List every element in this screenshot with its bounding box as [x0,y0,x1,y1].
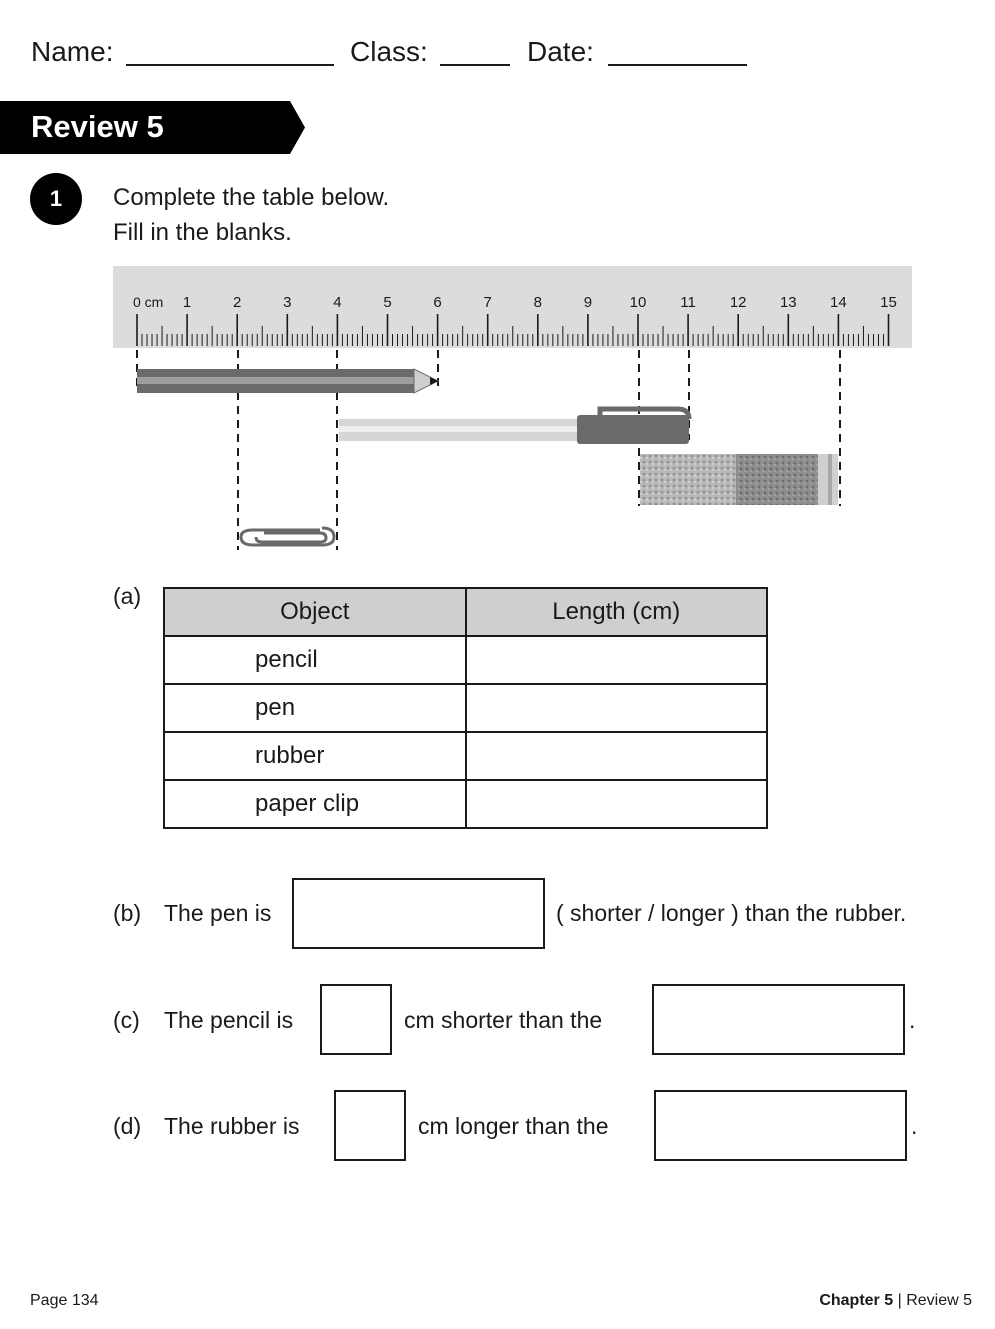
part-c-object-box[interactable] [652,984,905,1055]
part-d-text-1: The rubber is [164,1113,300,1139]
table-row: rubber [163,731,768,781]
table-row: pen [163,683,768,733]
rubber-image [640,454,838,505]
section-title: Review 5 [31,109,164,144]
lengths-table: Object Length (cm) pencil pen rubber pap… [163,587,768,829]
part-b-text-1: The pen is [164,900,272,926]
name-label: Name: [31,36,114,67]
page-number: Page 134 [30,1292,99,1309]
part-c-text-1: The pencil is [164,1007,294,1033]
instruction-line-2: Fill in the blanks. [113,219,292,246]
footer-chapter-title: Chapter 5 [819,1292,894,1309]
object-cell: pencil [163,635,467,685]
ruler-unit-label: 0 cm [133,294,163,310]
ruler-number: 10 [630,294,647,311]
ruler-number: 5 [383,294,391,311]
part-d-object-box[interactable] [654,1090,907,1161]
length-answer-cell[interactable] [464,635,768,685]
ruler-number: 15 [880,294,897,311]
ruler-number: 2 [233,294,241,311]
pencil-image [137,368,440,394]
ruler-number: 6 [433,294,441,311]
table-row: pencil [163,635,768,685]
part-a-label: (a) [113,583,142,609]
part-d-period: . [911,1113,918,1139]
ruler-number: 7 [484,294,492,311]
ruler-number: 9 [584,294,592,311]
objects-illustration [136,350,841,550]
part-c-number-box[interactable] [320,984,392,1055]
column-header-object: Object [163,587,467,637]
ruler-number: 12 [730,294,747,311]
part-c-text-2: cm shorter than the [404,1007,603,1033]
question-number: 1 [49,186,63,211]
part-d-label: (d) [113,1113,142,1139]
ruler-number: 1 [183,294,191,311]
date-blank[interactable] [608,64,747,66]
part-c-label: (c) [113,1007,140,1033]
section-banner: Review 5 [0,101,305,154]
object-cell: paper clip [163,779,467,829]
table-row: paper clip [163,779,768,829]
length-answer-cell[interactable] [464,731,768,781]
part-b-text-2: ( shorter / longer ) than the rubber. [556,900,907,926]
footer-chapter: Chapter 5 | Review 5 [819,1292,972,1310]
paper-clip-image [239,526,336,547]
length-answer-cell[interactable] [464,779,768,829]
ruler-number: 3 [283,294,291,311]
class-label: Class: [350,36,428,67]
instruction-line-1: Complete the table below. [113,184,390,211]
part-b-label: (b) [113,900,142,926]
object-cell: rubber [163,731,467,781]
object-cell: pen [163,683,467,733]
question-number-badge: 1 [30,173,82,225]
part-b-answer-box[interactable] [292,878,545,949]
footer-separator: | [897,1292,902,1309]
ruler-number: 4 [333,294,341,311]
part-d-text-2: cm longer than the [418,1113,609,1139]
date-label: Date: [527,36,594,67]
name-blank[interactable] [126,64,334,66]
class-blank[interactable] [440,64,510,66]
column-header-length: Length (cm) [464,587,768,637]
table-header-row: Object Length (cm) [163,587,768,637]
part-c-period: . [909,1007,916,1033]
ruler-number: 11 [680,294,696,311]
footer-section: Review 5 [906,1292,972,1309]
ruler-number: 13 [780,294,797,311]
part-d-number-box[interactable] [334,1090,406,1161]
length-answer-cell[interactable] [464,683,768,733]
pen-image [339,406,692,444]
ruler-number: 8 [534,294,542,311]
ruler-number: 14 [830,294,847,311]
